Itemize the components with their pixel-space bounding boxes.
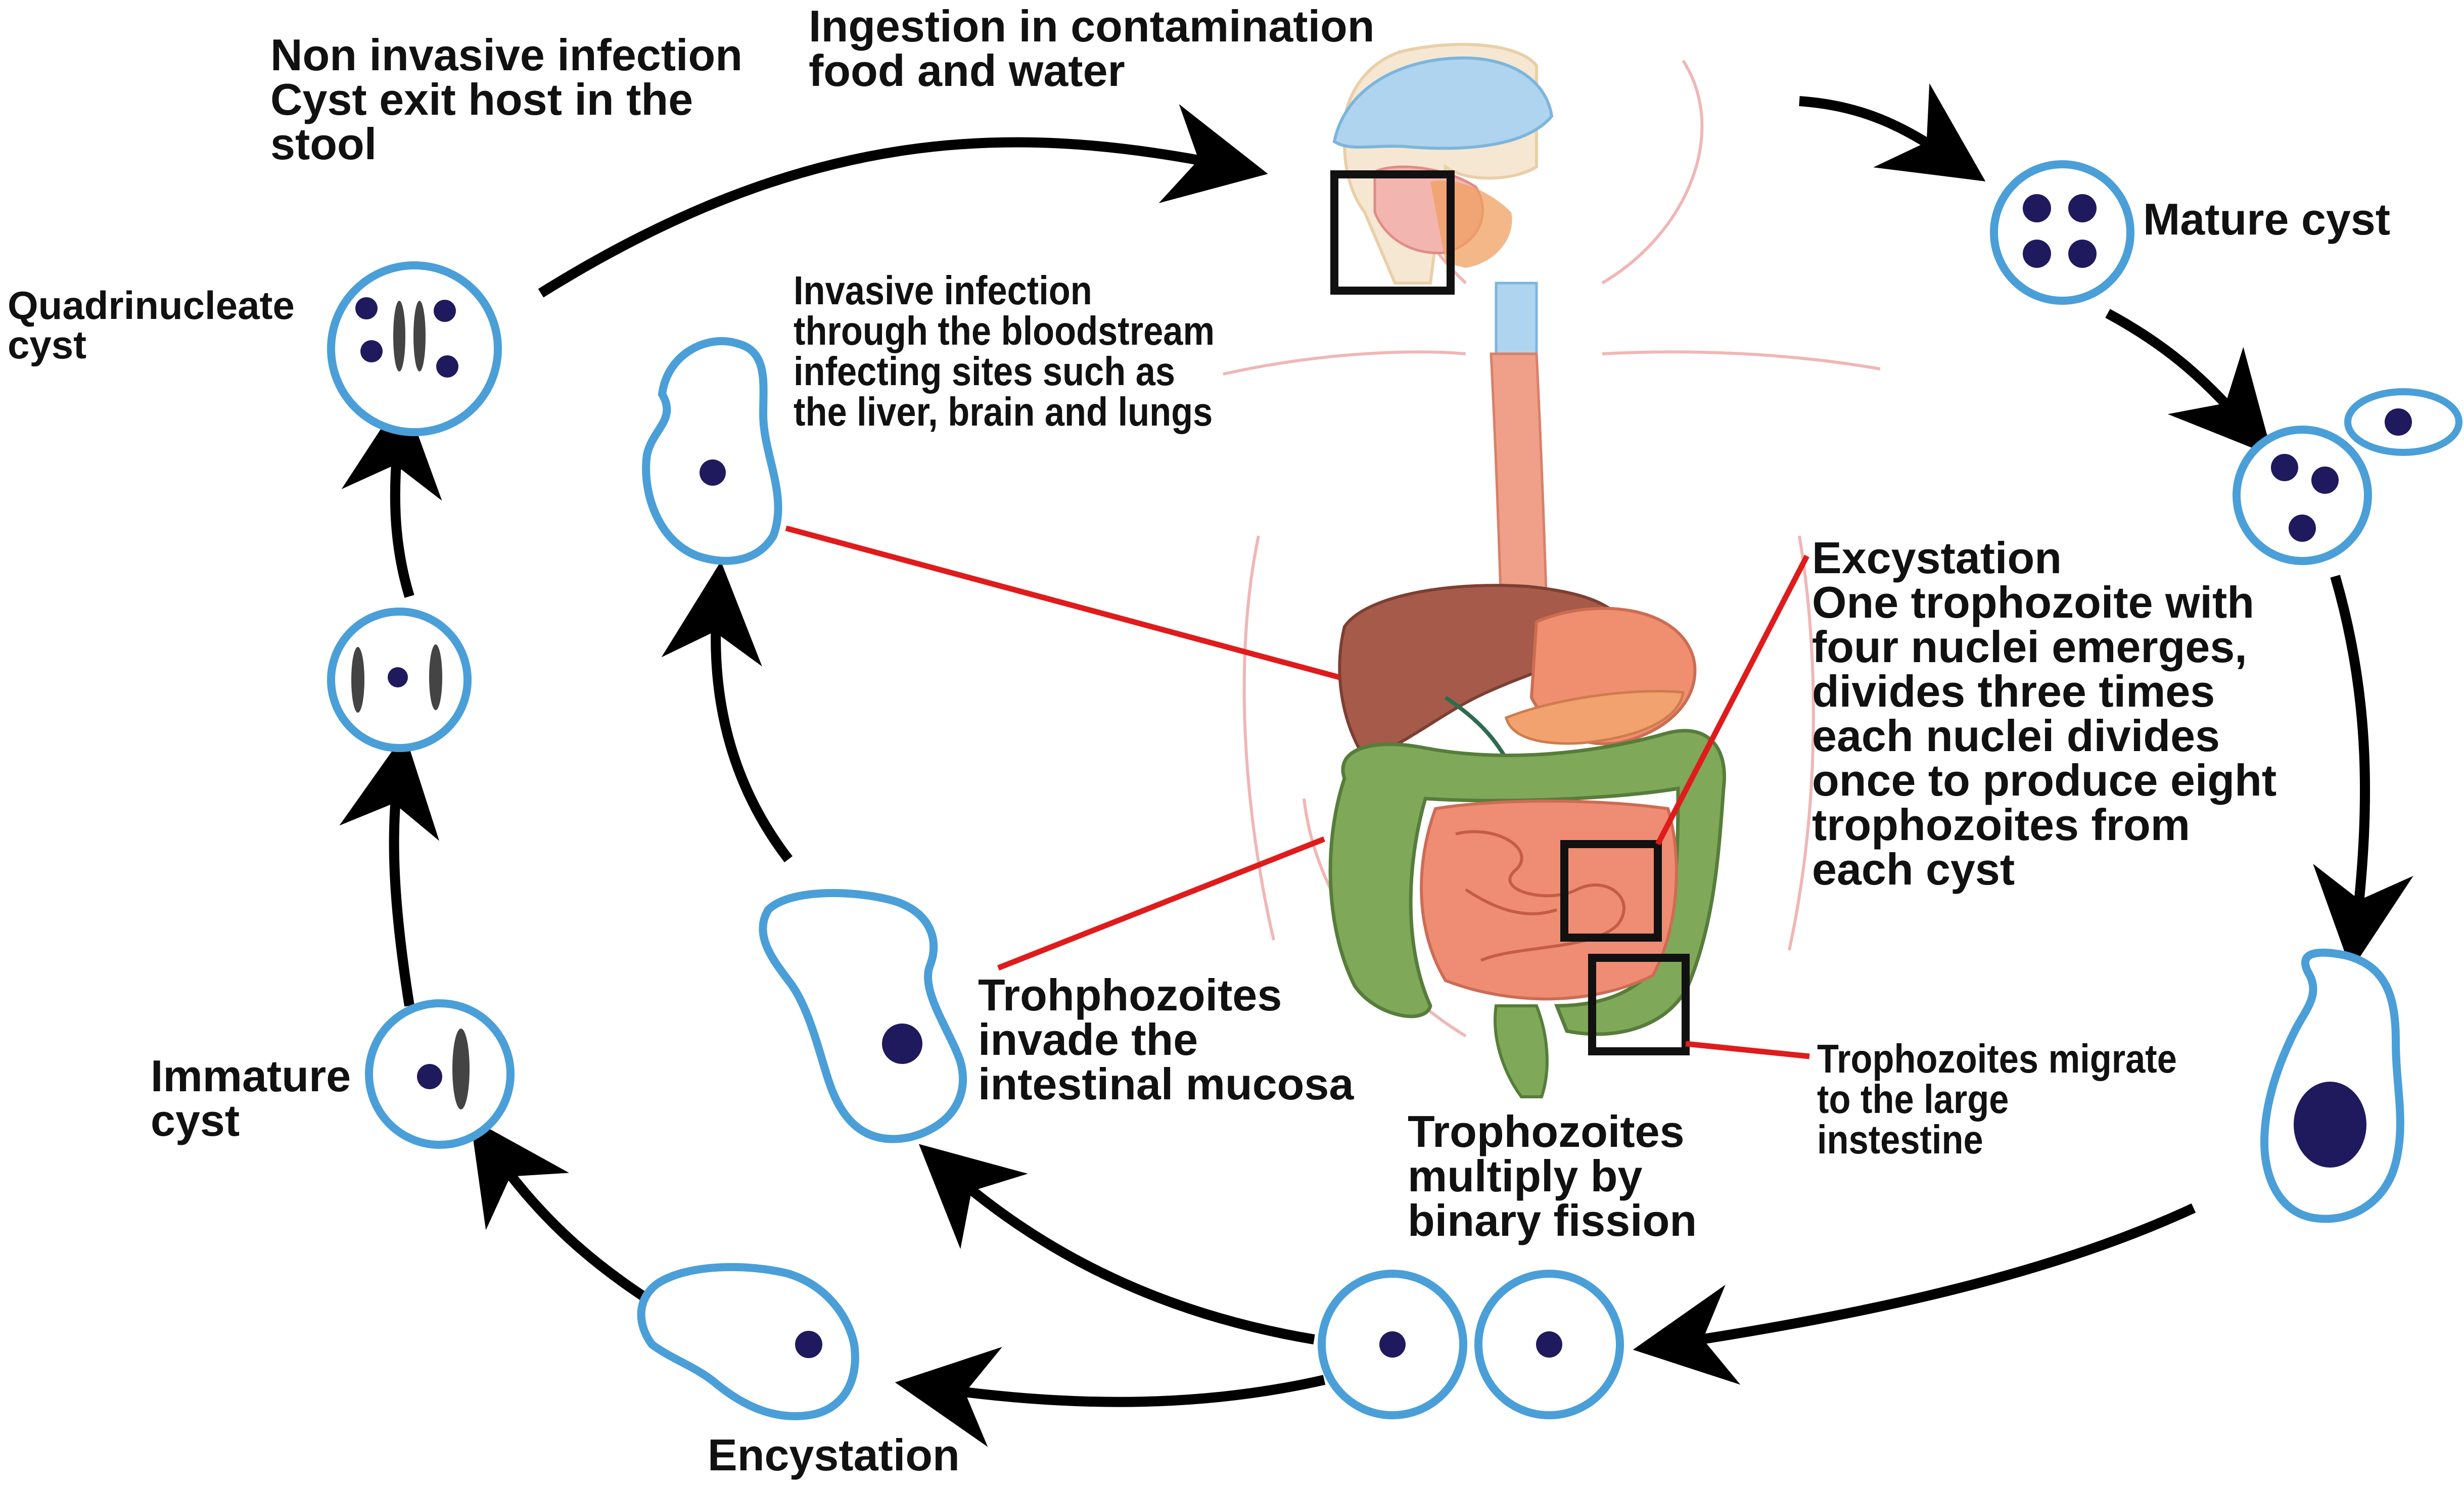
label-line: once to produce eight [1812,755,2277,805]
cycle-arrow [918,1144,1315,1344]
label-line: binary fission [1408,1195,1697,1245]
label-line: intestinal mucosa [978,1059,1354,1109]
cycle-arrow [2313,575,2413,970]
label-line: each cyst [1812,844,2015,894]
cycle-arrow [2105,309,2273,456]
label-line: Immature [151,1051,351,1101]
binucleate-cyst [327,608,472,752]
label-line: infecting sites such as [794,349,1176,394]
label-line: the liver, brain and lungs [794,389,1213,434]
label-line: Ingestion in contamination [809,1,1375,51]
label-invasive-infection: Invasive infection through the bloodstre… [794,270,1215,432]
migrating-trophozoite [2260,948,2404,1223]
cycle-arrow [538,104,1268,298]
label-line: Mature cyst [2143,194,2391,244]
label-line: instestine [1817,1117,1983,1162]
mucosa-trophozoite [759,889,967,1143]
digestive-system-illustration [1223,42,1881,1098]
encysting-trophozoite [637,1263,859,1420]
label-line: through the bloodstream [794,308,1215,353]
marker-box-large-intestine [1588,954,1690,1055]
label-line: trophozoites from [1812,800,2190,850]
dividing-trophozoite-right [1474,1270,1624,1419]
label-line: four nuclei emerges, [1812,622,2247,672]
label-line: Quadrinucleate [8,283,295,328]
label-line: Invasive infection [794,268,1092,313]
label-mature-cyst: Mature cyst [2143,197,2390,242]
label-quadrinucleate-cyst: Quadrinucleate cyst [8,286,295,364]
label-line: Non invasive infection [270,30,742,80]
pointer-lines [785,525,1810,1059]
label-line: multiply by [1408,1151,1643,1201]
cycle-arrow [1799,83,1986,181]
quadrinucleate-cyst [327,261,502,436]
label-immature-cyst: Immature cyst [151,1054,351,1143]
label-line: divides three times [1812,666,2215,716]
label-line: invade the [978,1014,1198,1064]
label-line: Trophozoites migrate [1817,1036,2177,1081]
marker-box-small-intestine [1560,840,1662,942]
label-line: cyst [8,322,87,367]
label-line: Trohphozoites [978,970,1282,1020]
label-line: each nuclei divides [1812,711,2220,761]
label-encystation: Encystation [708,1433,960,1477]
label-line: Cyst exit host in the [270,74,693,124]
excysting-cyst [2233,388,2462,565]
cycle-arrow [341,394,442,598]
cycle-arrow [895,1346,1326,1447]
invasive-trophozoite [642,337,782,565]
cycle-arrow [1633,1203,2196,1385]
label-binary-fission: Trophozoites multiply by binary fission [1408,1109,1697,1243]
label-line: cyst [151,1095,240,1145]
cycle-arrow [470,1118,670,1316]
marker-box-mouth [1330,170,1455,295]
label-line: stool [270,119,377,169]
immature-cyst [365,999,515,1149]
label-line: food and water [809,45,1125,96]
label-line: One trophozoite with [1812,577,2255,627]
dividing-trophozoite-left [1318,1270,1467,1419]
label-line: Trophozoites [1408,1106,1685,1156]
label-line: Encystation [708,1430,960,1480]
mature-cyst [1990,160,2134,305]
label-excystation: Excystation One trophozoite with four nu… [1812,536,2276,892]
label-ingestion: Ingestion in contamination food and wate… [809,4,1375,93]
label-non-invasive-infection: Non invasive infection Cyst exit host in… [270,33,742,166]
label-invade-mucosa: Trohphozoites invade the intestinal muco… [978,973,1354,1106]
cycle-arrow [661,561,793,863]
cycle-arrow [339,733,440,1007]
label-line: Excystation [1812,533,2062,583]
cycle-arrows [339,83,2413,1447]
label-line: to the large [1817,1077,2009,1122]
label-trophozoites-migrate: Trophozoites migrate to the large instes… [1817,1039,2177,1160]
